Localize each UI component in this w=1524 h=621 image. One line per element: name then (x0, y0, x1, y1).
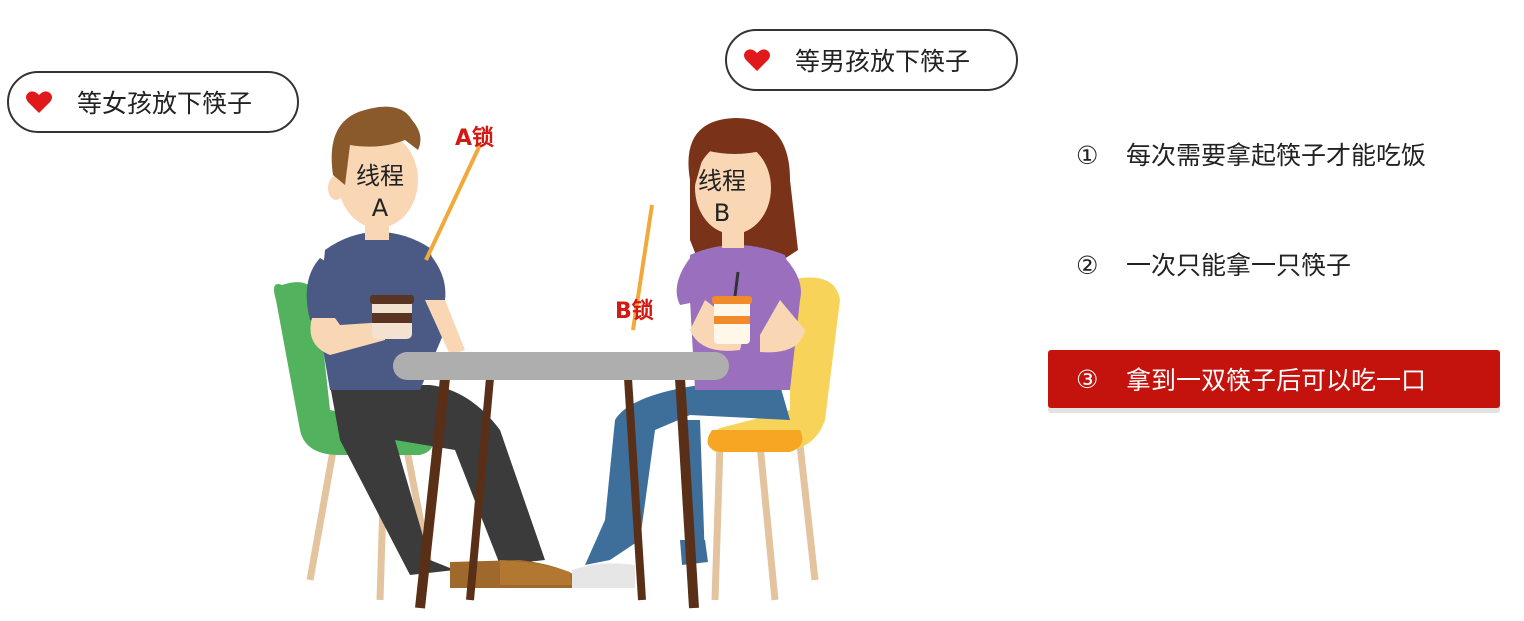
lock-a-label: A锁 (455, 126, 495, 151)
bubble-text-left: 等女孩放下筷子 (77, 89, 253, 118)
rule-item-2: ② 一次只能拿一只筷子 (1076, 246, 1351, 282)
chopstick-b (631, 204, 654, 331)
girl-label-line2: B (713, 199, 731, 227)
boy-figure (306, 106, 580, 588)
rule-item-1: ① 每次需要拿起筷子才能吃饭 (1076, 136, 1426, 172)
girl-label-line1: 线程 (698, 167, 746, 195)
yellow-chair (707, 277, 840, 601)
rule-text: 每次需要拿起筷子才能吃饭 (1126, 141, 1427, 170)
girl-thread-label: 线程 B (690, 165, 754, 229)
rule-text: 一次只能拿一只筷子 (1126, 251, 1352, 280)
boy-label-line1: 线程 (356, 162, 404, 190)
lock-b-label: B锁 (615, 299, 654, 324)
speech-bubble-boy: 等女孩放下筷子 (7, 71, 299, 133)
rule-item-3-highlighted: ③ 拿到一双筷子后可以吃一口 (1048, 350, 1500, 408)
rule-number: ③ (1076, 364, 1099, 394)
speech-bubble-girl: 等男孩放下筷子 (725, 29, 1018, 91)
rule-number: ② (1076, 251, 1099, 280)
boy-label-line2: A (371, 194, 389, 222)
table (393, 352, 729, 609)
rule-number: ① (1076, 141, 1099, 170)
heart-icon (26, 91, 52, 113)
bubble-text-right: 等男孩放下筷子 (795, 47, 971, 76)
chopstick-a (424, 144, 482, 261)
boy-thread-label: 线程 A (348, 160, 412, 224)
heart-icon (744, 49, 770, 71)
rule-text: 拿到一双筷子后可以吃一口 (1126, 366, 1427, 395)
